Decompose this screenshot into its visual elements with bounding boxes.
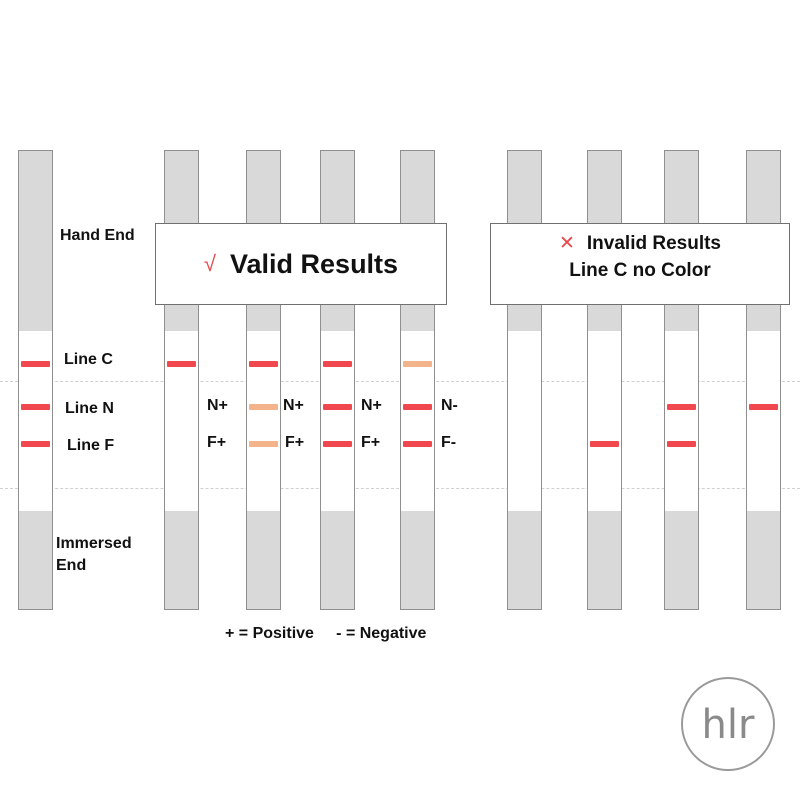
band-line-c xyxy=(167,361,196,367)
invalid-results-title: Invalid Results xyxy=(586,233,722,254)
band-line-n xyxy=(21,404,50,410)
logo-text: hlr xyxy=(702,702,755,748)
result-label-f: F- xyxy=(441,434,457,451)
strip-immersed-end xyxy=(747,511,780,609)
label-line-f: Line F xyxy=(67,437,115,454)
label-line-n: Line N xyxy=(65,400,114,417)
valid-strip-4 xyxy=(400,150,435,610)
strip-immersed-end xyxy=(247,511,280,609)
band-line-f xyxy=(21,441,50,447)
band-line-f xyxy=(590,441,619,447)
band-line-c xyxy=(249,361,278,367)
invalid-results-subtitle: Line C no Color xyxy=(569,260,711,281)
legend-text: + = Positive - = Negative xyxy=(225,625,427,642)
band-line-f xyxy=(323,441,352,447)
valid-strip-3 xyxy=(320,150,355,610)
result-label-f: F+ xyxy=(207,434,227,451)
strip-hand-end xyxy=(19,151,52,331)
check-icon: √ xyxy=(203,251,216,276)
result-label-n: N+ xyxy=(283,397,304,414)
invalid-strip-4 xyxy=(746,150,781,610)
band-line-c xyxy=(21,361,50,367)
band-line-f xyxy=(249,441,278,447)
band-line-c xyxy=(403,361,432,367)
band-line-n xyxy=(749,404,778,410)
strip-immersed-end xyxy=(508,511,541,609)
strip-immersed-end xyxy=(401,511,434,609)
label-end: End xyxy=(56,557,87,574)
label-immersed: Immersed xyxy=(56,535,132,552)
invalid-strip-3 xyxy=(664,150,699,610)
invalid-strip-1 xyxy=(507,150,542,610)
invalid-results-box: ✕ Invalid Results Line C no Color xyxy=(490,223,790,305)
cross-icon: ✕ xyxy=(558,233,575,254)
strip-immersed-end xyxy=(665,511,698,609)
invalid-strip-2 xyxy=(587,150,622,610)
band-line-n xyxy=(249,404,278,410)
band-line-n xyxy=(667,404,696,410)
result-label-f: F+ xyxy=(285,434,305,451)
label-hand-end: Hand End xyxy=(60,227,135,244)
hlr-logo: hlr xyxy=(681,677,775,771)
label-line-c: Line C xyxy=(64,351,113,368)
strip-immersed-end xyxy=(165,511,198,609)
band-line-c xyxy=(323,361,352,367)
band-line-n xyxy=(403,404,432,410)
strip-immersed-end xyxy=(19,511,52,609)
reference-strip xyxy=(18,150,53,610)
valid-results-title: Valid Results xyxy=(230,248,399,279)
result-label-n: N+ xyxy=(207,397,228,414)
strip-immersed-end xyxy=(321,511,354,609)
band-line-n xyxy=(323,404,352,410)
valid-strip-1 xyxy=(164,150,199,610)
result-label-f: F+ xyxy=(361,434,381,451)
band-line-f xyxy=(667,441,696,447)
band-line-f xyxy=(403,441,432,447)
valid-results-box: √ Valid Results xyxy=(155,223,447,305)
result-label-n: N- xyxy=(441,397,458,414)
strip-immersed-end xyxy=(588,511,621,609)
valid-strip-2 xyxy=(246,150,281,610)
result-label-n: N+ xyxy=(361,397,382,414)
